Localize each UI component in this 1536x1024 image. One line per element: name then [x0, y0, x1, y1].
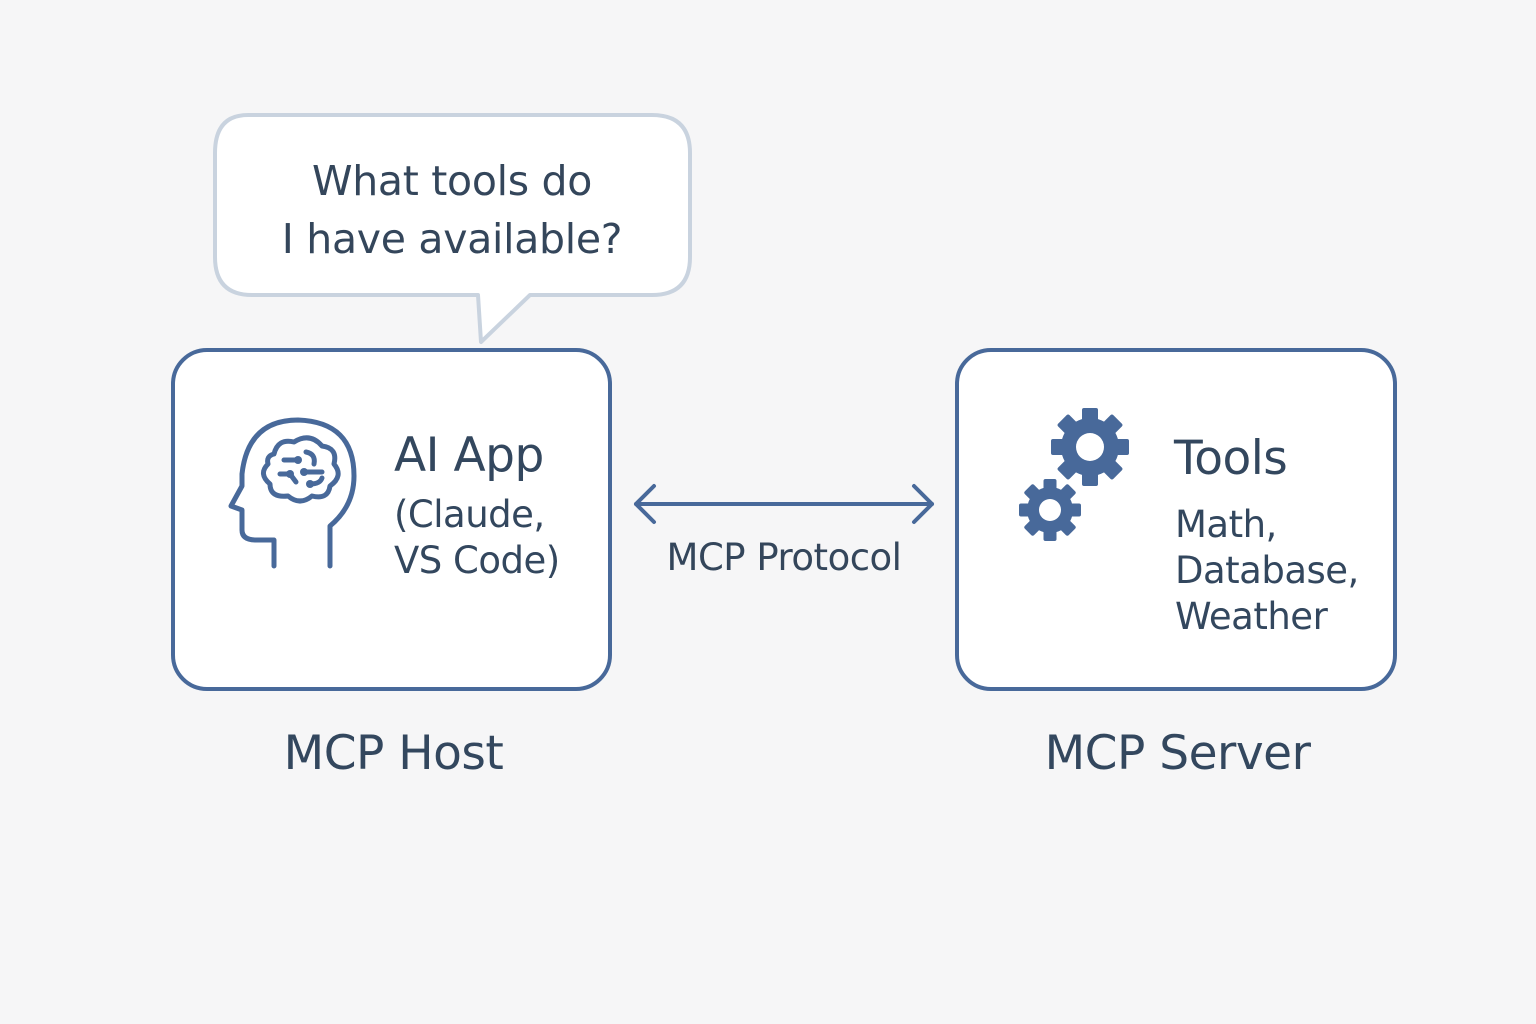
bidirectional-arrow: [634, 484, 934, 524]
host-title: AI App: [394, 428, 544, 483]
server-subtitle-line-1: Math,: [1175, 503, 1277, 546]
speech-bubble: [213, 113, 692, 344]
bubble-line-1: What tools do: [312, 157, 592, 205]
mcp-server-box: [955, 348, 1397, 691]
server-caption: MCP Server: [1044, 726, 1311, 781]
host-subtitle: (Claude, VS Code): [394, 492, 560, 584]
host-subtitle-line-2: VS Code): [394, 539, 560, 582]
bubble-line-2: I have available?: [281, 215, 623, 263]
server-title: Tools: [1174, 431, 1288, 486]
gears-icon: [1019, 408, 1129, 541]
server-subtitle-line-2: Database,: [1175, 549, 1359, 592]
host-subtitle-line-1: (Claude,: [394, 493, 545, 536]
bubble-question: What tools do I have available?: [222, 152, 682, 268]
protocol-label: MCP Protocol: [666, 536, 902, 579]
brain-head-icon: [228, 417, 357, 569]
server-subtitle: Math, Database, Weather: [1175, 502, 1359, 640]
host-caption: MCP Host: [283, 726, 504, 781]
server-subtitle-line-3: Weather: [1175, 595, 1328, 638]
